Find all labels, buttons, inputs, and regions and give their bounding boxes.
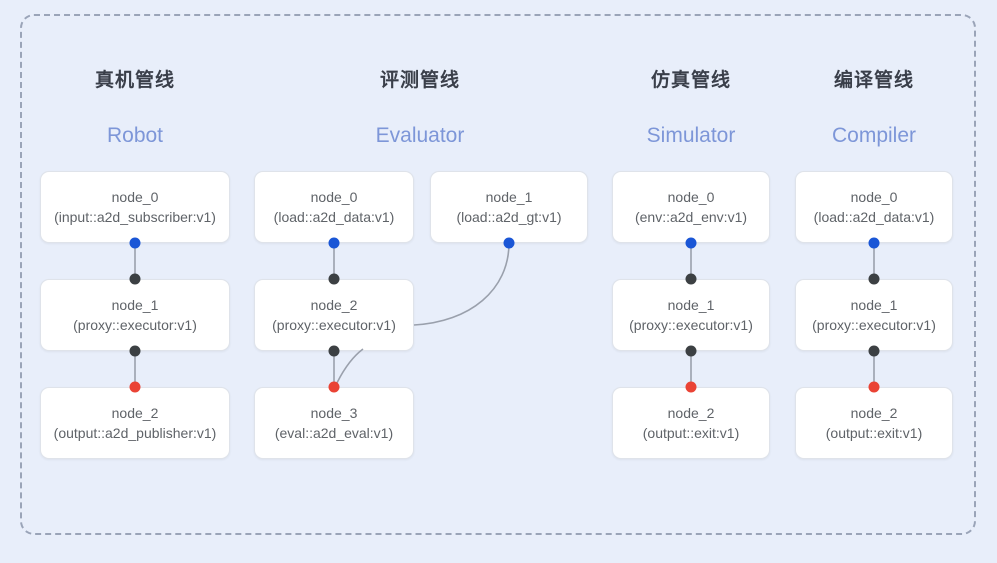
- port-dark-sim-n1-out[interactable]: [685, 345, 697, 357]
- node-name-label: node_2: [667, 405, 715, 421]
- node-card-robot-node_1[interactable]: node_1(proxy::executor:v1): [40, 279, 230, 351]
- node-type-label: (input::a2d_subscriber:v1): [54, 209, 216, 225]
- column-subtitle-simulator: Simulator: [646, 124, 736, 147]
- node-name-label: node_1: [485, 189, 533, 205]
- node-card-evaluator-node_0[interactable]: node_0(load::a2d_data:v1): [254, 171, 414, 243]
- node-name-label: node_3: [310, 405, 358, 421]
- node-card-simulator-node_2[interactable]: node_2(output::exit:v1): [612, 387, 770, 459]
- node-type-label: (output::exit:v1): [825, 425, 923, 441]
- port-red-eval-n3-in[interactable]: [328, 381, 340, 393]
- node-type-label: (output::exit:v1): [642, 425, 740, 441]
- node-type-label: (load::a2d_gt:v1): [456, 209, 562, 225]
- port-red-comp-n2-in[interactable]: [868, 381, 880, 393]
- port-dark-robot-n1-out[interactable]: [129, 345, 141, 357]
- port-blue-robot-n0-out[interactable]: [129, 237, 141, 249]
- port-dark-eval-n2-out[interactable]: [328, 345, 340, 357]
- pipeline-group-frame: [20, 14, 976, 535]
- node-card-robot-node_2[interactable]: node_2(output::a2d_publisher:v1): [40, 387, 230, 459]
- node-type-label: (env::a2d_env:v1): [634, 209, 748, 225]
- node-card-compiler-node_1[interactable]: node_1(proxy::executor:v1): [795, 279, 953, 351]
- node-card-evaluator-node_3[interactable]: node_3(eval::a2d_eval:v1): [254, 387, 414, 459]
- node-card-simulator-node_1[interactable]: node_1(proxy::executor:v1): [612, 279, 770, 351]
- port-blue-eval-n1-out[interactable]: [503, 237, 515, 249]
- port-dark-comp-n1-in[interactable]: [868, 273, 880, 285]
- port-blue-eval-n0-out[interactable]: [328, 237, 340, 249]
- node-name-label: node_0: [850, 189, 898, 205]
- port-blue-sim-n0-out[interactable]: [685, 237, 697, 249]
- node-name-label: node_2: [850, 405, 898, 421]
- node-type-label: (proxy::executor:v1): [629, 317, 753, 333]
- node-card-robot-node_0[interactable]: node_0(input::a2d_subscriber:v1): [40, 171, 230, 243]
- node-name-label: node_1: [850, 297, 898, 313]
- node-card-evaluator-node_1[interactable]: node_1(load::a2d_gt:v1): [430, 171, 588, 243]
- node-type-label: (proxy::executor:v1): [73, 317, 197, 333]
- node-name-label: node_1: [111, 297, 159, 313]
- node-type-label: (proxy::executor:v1): [812, 317, 936, 333]
- node-card-simulator-node_0[interactable]: node_0(env::a2d_env:v1): [612, 171, 770, 243]
- node-type-label: (load::a2d_data:v1): [813, 209, 935, 225]
- node-name-label: node_0: [111, 189, 159, 205]
- port-blue-comp-n0-out[interactable]: [868, 237, 880, 249]
- node-type-label: (proxy::executor:v1): [272, 317, 396, 333]
- column-title-robot: 真机管线: [94, 70, 176, 91]
- port-dark-sim-n1-in[interactable]: [685, 273, 697, 285]
- node-type-label: (output::a2d_publisher:v1): [53, 425, 217, 441]
- node-type-label: (eval::a2d_eval:v1): [274, 425, 394, 441]
- port-red-sim-n2-in[interactable]: [685, 381, 697, 393]
- node-name-label: node_0: [310, 189, 358, 205]
- node-name-label: node_0: [667, 189, 715, 205]
- node-name-label: node_1: [667, 297, 715, 313]
- port-dark-eval-n2-in[interactable]: [328, 273, 340, 285]
- node-name-label: node_2: [111, 405, 159, 421]
- port-dark-robot-n1-in[interactable]: [129, 273, 141, 285]
- column-subtitle-evaluator: Evaluator: [375, 124, 465, 147]
- column-subtitle-compiler: Compiler: [831, 124, 917, 147]
- node-card-compiler-node_0[interactable]: node_0(load::a2d_data:v1): [795, 171, 953, 243]
- column-title-simulator: 仿真管线: [650, 70, 732, 91]
- port-dark-comp-n1-out[interactable]: [868, 345, 880, 357]
- column-title-evaluator: 评测管线: [379, 70, 461, 91]
- node-name-label: node_2: [310, 297, 358, 313]
- node-card-evaluator-node_2[interactable]: node_2(proxy::executor:v1): [254, 279, 414, 351]
- node-type-label: (load::a2d_data:v1): [273, 209, 395, 225]
- node-card-compiler-node_2[interactable]: node_2(output::exit:v1): [795, 387, 953, 459]
- column-title-compiler: 编译管线: [833, 70, 915, 91]
- column-subtitle-robot: Robot: [106, 124, 164, 147]
- port-red-robot-n2-in[interactable]: [129, 381, 141, 393]
